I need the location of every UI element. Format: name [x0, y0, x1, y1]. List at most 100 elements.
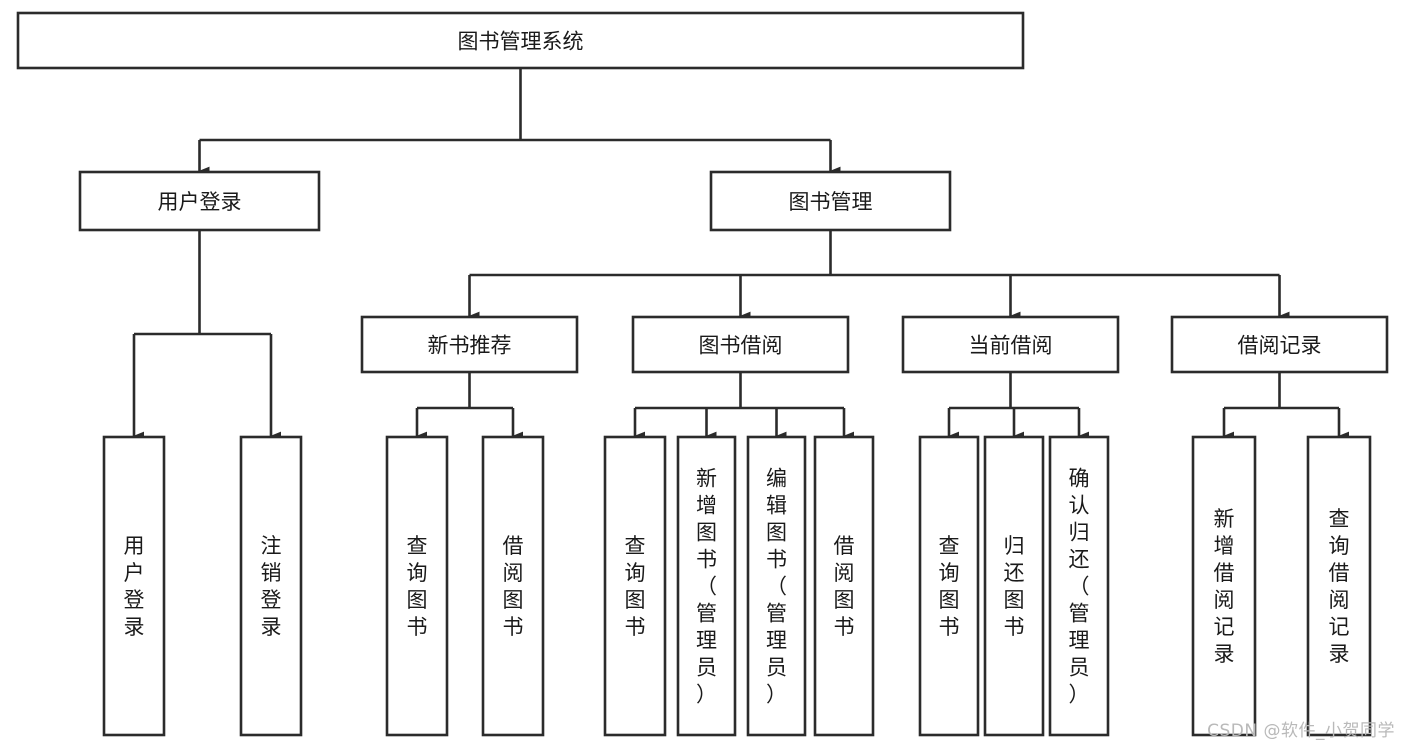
svg-text:增: 增 [696, 494, 717, 518]
svg-text:书: 书 [625, 615, 646, 639]
svg-text:确: 确 [1069, 467, 1090, 491]
node-label-borrow-record: 借阅记录 [1238, 334, 1322, 358]
node-box-leaf-query-book-1[interactable] [385, 435, 449, 737]
svg-text:阅: 阅 [1329, 588, 1350, 612]
node-label-book-management: 图书管理 [789, 190, 873, 214]
svg-text:图: 图 [834, 588, 855, 612]
node-box-book-borrow[interactable] [631, 315, 850, 374]
svg-text:新: 新 [1214, 507, 1235, 531]
svg-text:图: 图 [696, 521, 717, 545]
svg-text:理: 理 [766, 629, 787, 653]
svg-text:图: 图 [625, 588, 646, 612]
node-box-leaf-logout-login[interactable] [239, 435, 303, 737]
svg-text:（: （ [1069, 575, 1090, 599]
svg-text:书: 书 [1004, 615, 1025, 639]
svg-text:询: 询 [939, 561, 960, 585]
svg-text:员: 员 [1069, 656, 1090, 680]
svg-text:阅: 阅 [1214, 588, 1235, 612]
svg-text:书: 书 [834, 615, 855, 639]
node-box-leaf-borrow-book-2[interactable] [813, 435, 875, 737]
svg-text:管: 管 [696, 602, 717, 626]
node-box-leaf-query-book-3[interactable] [918, 435, 980, 737]
svg-text:借: 借 [1214, 561, 1235, 585]
svg-text:询: 询 [407, 561, 428, 585]
svg-text:理: 理 [1069, 629, 1090, 653]
node-box-book-management[interactable] [709, 170, 952, 232]
node-box-new-book-recommend[interactable] [360, 315, 579, 374]
svg-text:图: 图 [1004, 588, 1025, 612]
svg-text:借: 借 [503, 534, 524, 558]
node-box-leaf-return-book[interactable] [983, 435, 1045, 737]
node-box-leaf-confirm-return-admin[interactable] [1048, 435, 1110, 737]
svg-text:户: 户 [124, 561, 145, 585]
svg-text:编: 编 [766, 467, 787, 491]
svg-text:书: 书 [407, 615, 428, 639]
node-box-leaf-query-book-2[interactable] [603, 435, 667, 737]
node-box-borrow-record[interactable] [1170, 315, 1389, 374]
svg-text:查: 查 [939, 534, 960, 558]
svg-text:员: 员 [766, 656, 787, 680]
svg-text:还: 还 [1004, 561, 1025, 585]
svg-text:录: 录 [1214, 642, 1235, 666]
svg-text:员: 员 [696, 656, 717, 680]
svg-text:借: 借 [1329, 561, 1350, 585]
csdn-watermark: CSDN @软件_小贺同学 [1207, 721, 1395, 741]
node-box-leaf-add-book-admin[interactable] [676, 435, 737, 737]
svg-text:增: 增 [1214, 534, 1235, 558]
svg-text:）: ） [696, 683, 717, 707]
node-box-leaf-borrow-book-1[interactable] [481, 435, 545, 737]
svg-text:书: 书 [503, 615, 524, 639]
node-box-leaf-query-borrow-record[interactable] [1306, 435, 1372, 737]
node-box-leaf-edit-book-admin[interactable] [746, 435, 807, 737]
svg-text:（: （ [696, 575, 717, 599]
svg-text:）: ） [766, 683, 787, 707]
node-box-current-borrow[interactable] [901, 315, 1120, 374]
svg-text:查: 查 [1329, 507, 1350, 531]
svg-text:阅: 阅 [503, 561, 524, 585]
svg-text:登: 登 [124, 588, 145, 612]
svg-text:录: 录 [261, 615, 282, 639]
svg-text:理: 理 [696, 629, 717, 653]
svg-text:记: 记 [1214, 615, 1235, 639]
svg-text:管: 管 [1069, 602, 1090, 626]
node-label-root: 图书管理系统 [458, 30, 584, 54]
svg-text:书: 书 [939, 615, 960, 639]
svg-text:图: 图 [503, 588, 524, 612]
svg-text:销: 销 [261, 561, 282, 585]
labels-layer: 图书管理系统用户登录图书管理新书推荐图书借阅当前借阅借阅记录用户登录注销登录查询… [124, 30, 1350, 707]
node-label-current-borrow: 当前借阅 [969, 334, 1053, 358]
node-label-user-login: 用户登录 [158, 190, 242, 214]
svg-text:认: 认 [1069, 494, 1090, 518]
svg-text:归: 归 [1069, 521, 1090, 545]
svg-text:注: 注 [261, 534, 282, 558]
svg-text:记: 记 [1329, 615, 1350, 639]
svg-text:录: 录 [124, 615, 145, 639]
svg-text:登: 登 [261, 588, 282, 612]
node-box-root[interactable] [16, 11, 1025, 70]
node-box-leaf-add-borrow-record[interactable] [1191, 435, 1257, 737]
svg-text:归: 归 [1004, 534, 1025, 558]
connectors-layer [132, 68, 1350, 441]
node-box-user-login[interactable] [78, 170, 321, 232]
node-box-leaf-user-login[interactable] [102, 435, 166, 737]
svg-text:）: ） [1069, 683, 1090, 707]
svg-text:录: 录 [1329, 642, 1350, 666]
node-label-new-book-recommend: 新书推荐 [428, 334, 512, 358]
svg-text:询: 询 [1329, 534, 1350, 558]
svg-text:用: 用 [124, 534, 145, 558]
svg-text:查: 查 [625, 534, 646, 558]
